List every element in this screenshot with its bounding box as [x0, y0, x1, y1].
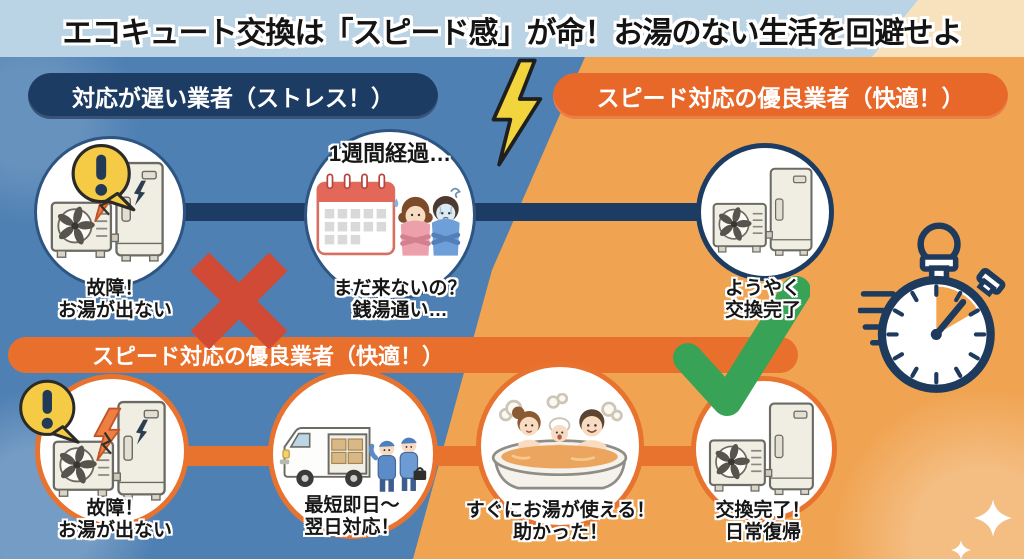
- slow-vendor-banner-label: 対応が遅い業者（ストレス！）: [72, 85, 394, 111]
- fast-vendor-banner-mid: スピード対応の優良業者（快適！）: [8, 337, 798, 373]
- lightning-bolt-icon: [486, 57, 546, 169]
- stopwatch-icon: [858, 220, 1010, 400]
- fast-step2-caption: 最短即日〜 翌日対応！: [304, 495, 400, 539]
- fast-step4-caption: 交換完了！ 日常復帰: [715, 500, 811, 544]
- sparkle-icon: [972, 497, 1014, 539]
- slow-step1-circle: [34, 136, 186, 288]
- sparkle-icon: [950, 539, 972, 559]
- fast-vendor-banner-top-label: スピード対応の優良業者（快適！）: [596, 85, 965, 111]
- page-title: エコキュート交換は「スピード感」が命！お湯のない生活を回避せよ: [62, 17, 963, 50]
- slow-step2-caption: まだ来ないの？ 銭湯通い…: [333, 278, 467, 322]
- slow-vendor-banner: 対応が遅い業者（ストレス！）: [28, 73, 438, 119]
- slow-step2-label: 1週間経過…: [328, 141, 452, 166]
- new-heatpump-icon: [712, 166, 818, 258]
- slow-step3-caption: ようやく 交換完了: [724, 278, 801, 322]
- title-bar: [0, 0, 1024, 57]
- calendar-waiting-icon: [314, 164, 466, 266]
- fast-step3-circle: [476, 362, 644, 530]
- alert-bubble-icon: [14, 377, 84, 449]
- slow-step2-circle: [304, 129, 476, 301]
- delivery-van-icon: [278, 406, 428, 502]
- fast-step1-caption: 故障！ お湯が出ない: [57, 498, 172, 542]
- main-canvas: 対応が遅い業者（ストレス！） スピード対応の優良業者（快適！） スピード対応の優…: [0, 57, 1024, 559]
- fast-step2-circle: [268, 369, 438, 539]
- alert-bubble-icon: [66, 141, 140, 217]
- family-bath-icon: [486, 393, 634, 499]
- slow-step1-caption: 故障！ お湯が出ない: [57, 278, 172, 322]
- fast-vendor-banner-top: スピード対応の優良業者（快適！）: [553, 73, 1008, 119]
- slow-step3-circle: [696, 143, 834, 281]
- fast-step3-caption: すぐにお湯が使える！ 助かった！: [465, 500, 656, 544]
